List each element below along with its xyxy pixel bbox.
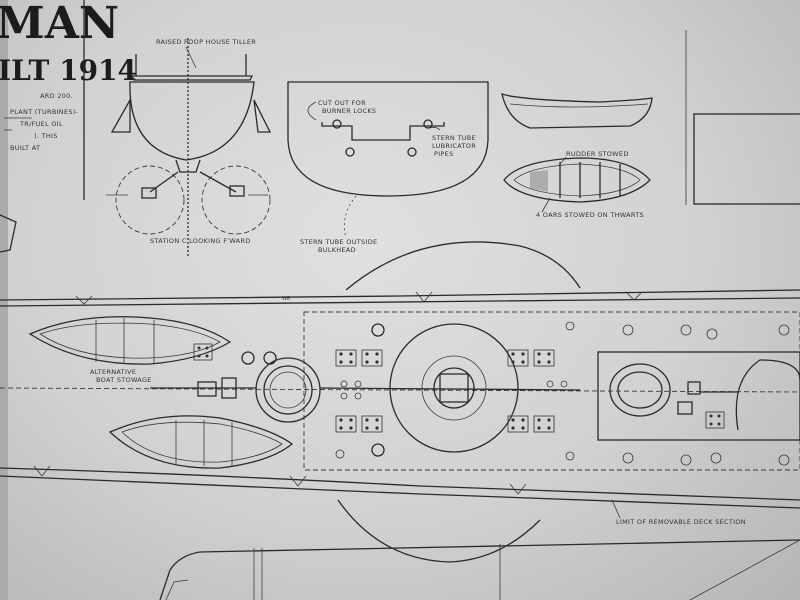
side-note-2: PLANT (TURBINES)- bbox=[10, 108, 79, 116]
oars-label: 4 OARS STOWED ON THWARTS bbox=[536, 211, 644, 219]
alt-boat-label-1: ALTERNATIVE bbox=[90, 368, 136, 376]
deck-fittings bbox=[241, 321, 790, 466]
rudder-label: RUDDER STOWED bbox=[566, 150, 629, 158]
station-label: STATION C LOOKING F'WARD bbox=[150, 237, 251, 245]
alt-boat-label-2: BOAT STOWAGE bbox=[96, 376, 152, 384]
station-c-section: RAISED POOP HOUSE TILLER STATION C LOOKI… bbox=[106, 38, 272, 258]
deck-plan: ALTERNATIVE BOAT STOWAGE bbox=[0, 289, 800, 526]
deck-edge-top bbox=[0, 289, 800, 301]
deck-edge-bottom bbox=[0, 467, 800, 501]
profile-lines bbox=[159, 539, 800, 600]
title-block: MAN ILT 1914 ARD 200. PLANT (TURBINES)- … bbox=[0, 0, 137, 253]
bulkhead-outline bbox=[287, 81, 489, 197]
bulkhead-label-1: STERN TUBE OUTSIDE bbox=[300, 238, 377, 246]
swing-arc-lower bbox=[337, 499, 541, 563]
boat-plan bbox=[503, 157, 651, 203]
lower-boat bbox=[108, 415, 294, 469]
info-box bbox=[693, 113, 800, 205]
boat-profile bbox=[501, 93, 653, 129]
funnel-ring bbox=[255, 357, 321, 423]
side-note-4: ). THIS bbox=[34, 132, 58, 140]
stern-tube-label-1: STERN TUBE bbox=[432, 134, 476, 142]
side-note-1: ARD 200. bbox=[40, 92, 73, 100]
tiller-label: RAISED POOP HOUSE TILLER bbox=[156, 38, 256, 46]
title-line-2: ILT 1914 bbox=[0, 54, 137, 87]
stern-tube-label-2: LUBRICATOR bbox=[432, 142, 476, 150]
upper-boat bbox=[28, 316, 232, 365]
boat-views: RUDDER STOWED 4 OARS STOWED ON THWARTS bbox=[501, 30, 800, 219]
bulkhead-label-2: BULKHEAD bbox=[318, 246, 356, 254]
side-note-5: BUILT AT bbox=[10, 144, 40, 152]
vent-grids bbox=[193, 343, 725, 433]
wr-label: WR bbox=[282, 296, 291, 302]
bulkhead-plate: CUT OUT FOR BURNER LOCKS STERN TUBE LUBR… bbox=[287, 81, 489, 254]
stern-tube-label-3: PIPES bbox=[434, 150, 454, 158]
cut-shape bbox=[0, 214, 17, 253]
cutout-label-2: BURNER LOCKS bbox=[322, 107, 376, 115]
hull-section bbox=[129, 81, 255, 161]
limit-label: LIMIT OF REMOVABLE DECK SECTION bbox=[616, 518, 746, 526]
removable-deck-section bbox=[303, 311, 800, 471]
deckhouse bbox=[597, 351, 800, 441]
side-note-3: TR/FUEL OIL bbox=[19, 120, 63, 128]
title-line-1: MAN bbox=[0, 0, 119, 49]
turntable bbox=[389, 323, 519, 453]
cutout-label: CUT OUT FOR bbox=[318, 99, 366, 107]
swing-arc bbox=[345, 241, 581, 291]
